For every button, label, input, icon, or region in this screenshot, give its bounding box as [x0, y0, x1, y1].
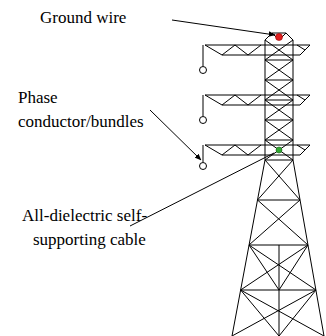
callout-label: Ground wire — [40, 6, 180, 30]
ground-wire-dot — [276, 34, 283, 41]
adss-cable-dot — [276, 147, 282, 153]
leader-arrow — [172, 20, 275, 35]
callout-label: All-dielectric self-supporting cable — [22, 204, 187, 252]
leader-line — [130, 153, 274, 226]
callout-label: Phase conductor/bundles — [18, 86, 153, 134]
lattice-tower — [200, 33, 325, 336]
leader-arrow — [150, 110, 201, 160]
